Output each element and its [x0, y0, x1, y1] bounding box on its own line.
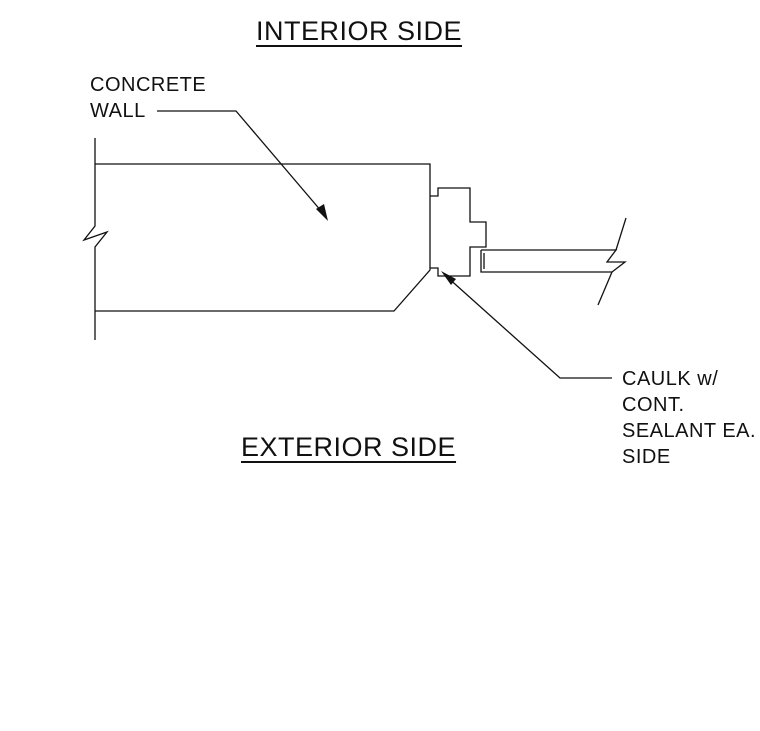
concrete-wall-callout-line-2: WALL	[90, 100, 146, 122]
interior-side-heading: INTERIOR SIDE	[256, 16, 463, 46]
concrete-wall-outline	[95, 163, 431, 312]
caulk-arrowhead	[441, 271, 456, 285]
panel-break-line-lower	[597, 271, 613, 306]
caulk-callout-line-4: SIDE	[622, 446, 671, 468]
concrete-wall-callout-line-1: CONCRETE	[90, 74, 207, 96]
frame-stop-profile	[430, 187, 487, 277]
caulk-sealant-callout: CAULK w/ CONT. SEALANT EA. SIDE	[622, 366, 756, 470]
concrete-wall-leader	[157, 110, 323, 213]
caulk-leader	[445, 275, 612, 379]
caulk-callout-line-2: CONT.	[622, 394, 685, 416]
concrete-wall-callout: CONCRETE WALL	[90, 72, 206, 124]
panel-break-line	[615, 217, 627, 251]
exterior-side-heading: EXTERIOR SIDE	[241, 432, 457, 462]
wall-break-line	[82, 138, 109, 340]
caulk-callout-line-1: CAULK w/	[622, 368, 719, 390]
caulk-callout-line-3: SEALANT EA.	[622, 420, 757, 442]
panel-with-break	[480, 249, 627, 273]
concrete-wall-arrowhead	[316, 204, 328, 221]
